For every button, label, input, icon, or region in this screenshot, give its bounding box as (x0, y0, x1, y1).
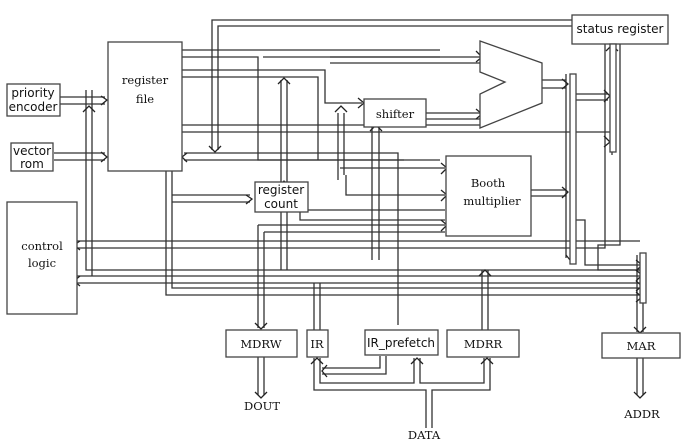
result-bus-bar (569, 73, 577, 265)
status-register-label: status register (577, 22, 664, 36)
block-mdrr: MDRR (446, 329, 520, 358)
bus-regfile-to-shifter (182, 69, 362, 104)
dout-label: DOUT (244, 399, 280, 413)
block-register-count: register count (254, 181, 309, 213)
mar-label: MAR (627, 339, 656, 353)
mar-input-bar (639, 252, 647, 304)
ir-label: IR (310, 337, 324, 351)
block-alu (479, 40, 543, 129)
block-register-file: register file (107, 41, 183, 172)
register-file-label-2: file (136, 92, 154, 106)
register-count-label-2: count (264, 197, 298, 211)
block-ir-prefetch: IR_prefetch (364, 329, 439, 356)
block-shifter: shifter (363, 98, 427, 128)
ir-prefetch-label: IR_prefetch (367, 336, 435, 350)
vector-rom-label-2: rom (20, 157, 44, 171)
control-logic-label-1: control (21, 239, 63, 253)
mdrr-label: MDRR (464, 337, 503, 351)
block-status-register: status register (571, 14, 669, 45)
shifter-label: shifter (376, 107, 415, 121)
booth-multiplier-label-2: multiplier (463, 194, 521, 208)
vector-rom-label-1: vector (13, 144, 51, 158)
block-mdrw: MDRW (225, 329, 298, 358)
block-vector-rom: vector rom (10, 142, 54, 172)
booth-multiplier-label-1: Booth (471, 176, 506, 190)
alu-shape (479, 40, 543, 129)
block-booth-multiplier: Booth multiplier (445, 155, 532, 237)
addr-label: ADDR (623, 407, 660, 421)
block-ir: IR (306, 329, 329, 358)
block-mar: MAR (601, 332, 681, 359)
block-control-logic: control logic (6, 201, 78, 315)
register-file-label-1: register (122, 73, 169, 87)
data-label: DATA (408, 428, 441, 442)
mdrw-label: MDRW (240, 337, 281, 351)
control-logic-label-2: logic (28, 256, 56, 270)
priority-encoder-label-2: encoder (9, 100, 58, 114)
bus-status-to-regfile (211, 19, 572, 150)
register-count-label-1: register (258, 183, 304, 197)
status-input-bar (609, 43, 617, 153)
block-priority-encoder: priority encoder (6, 83, 61, 117)
buses (54, 19, 644, 428)
priority-encoder-label-1: priority (11, 86, 54, 100)
